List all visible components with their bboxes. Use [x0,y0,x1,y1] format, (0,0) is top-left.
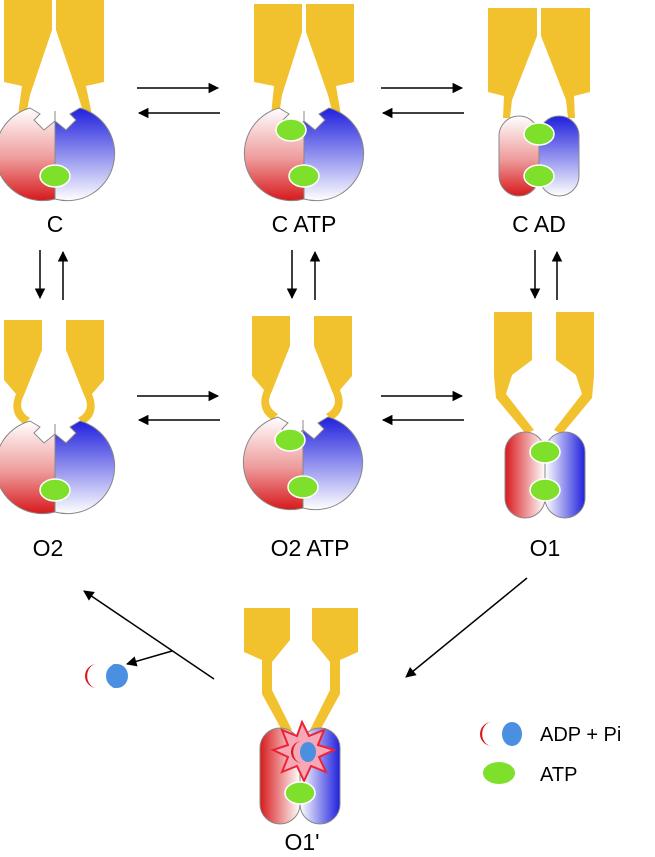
state-c: C [0,0,116,237]
domain-blue [54,107,116,202]
arm-left [252,316,290,420]
state-c-atp: C ATP [243,4,365,237]
pi-icon [300,742,316,762]
state-o1-prime: O1' [244,608,358,855]
released-adp-pi [85,664,128,688]
atp-molecule [523,122,555,146]
state-o2-atp: O2 ATP [242,316,364,561]
adp-crescent-icon [291,741,302,763]
arm-right [56,0,104,115]
atp-molecule [274,428,306,452]
pi-icon [502,722,522,746]
state-label: O1' [284,829,319,855]
atp-molecule [529,440,561,464]
state-label: O2 ATP [271,535,350,561]
arrow-release-adp-pi [125,650,173,667]
domain-red [0,107,56,202]
arm-right [554,312,594,434]
arm-left [488,8,537,118]
legend: ADP + Pi ATP [480,722,621,786]
arm-right [66,320,104,424]
arm-right [314,316,352,420]
legend-atp-label: ATP [540,764,577,786]
pi-icon [106,664,128,688]
state-c-ad: C AD [488,8,590,237]
state-o1: O1 [494,312,594,561]
atp-molecule [39,478,71,502]
state-label: O1 [530,535,561,561]
state-label: C [47,211,64,237]
atp-molecule [284,781,316,805]
arrow-o1-to-o1prime [405,577,528,678]
atp-legend-icon [483,762,515,784]
atp-molecule [288,164,320,188]
atp-molecule [287,475,319,499]
arm-right [541,8,590,118]
adp-crescent-icon [85,664,97,688]
adp-crescent-icon [480,722,492,746]
arm-left [244,608,292,734]
legend-adp-pi-label: ADP + Pi [540,724,621,746]
arm-left [254,4,302,115]
atp-molecule [275,118,307,142]
domain-blue [54,420,116,515]
arm-left [494,312,534,434]
atp-molecule [529,478,561,502]
atp-molecule [39,164,71,188]
atp-molecule [523,164,555,188]
arm-left [4,0,52,115]
arm-right [306,4,354,115]
domain-blue [303,107,365,202]
arrow-o1prime-to-o2 [83,590,215,680]
state-label: O2 [33,535,64,561]
arm-right [310,608,358,734]
state-label: C AD [512,211,566,237]
arm-left [4,320,42,424]
state-label: C ATP [272,211,337,237]
state-o2: O2 [0,320,116,561]
